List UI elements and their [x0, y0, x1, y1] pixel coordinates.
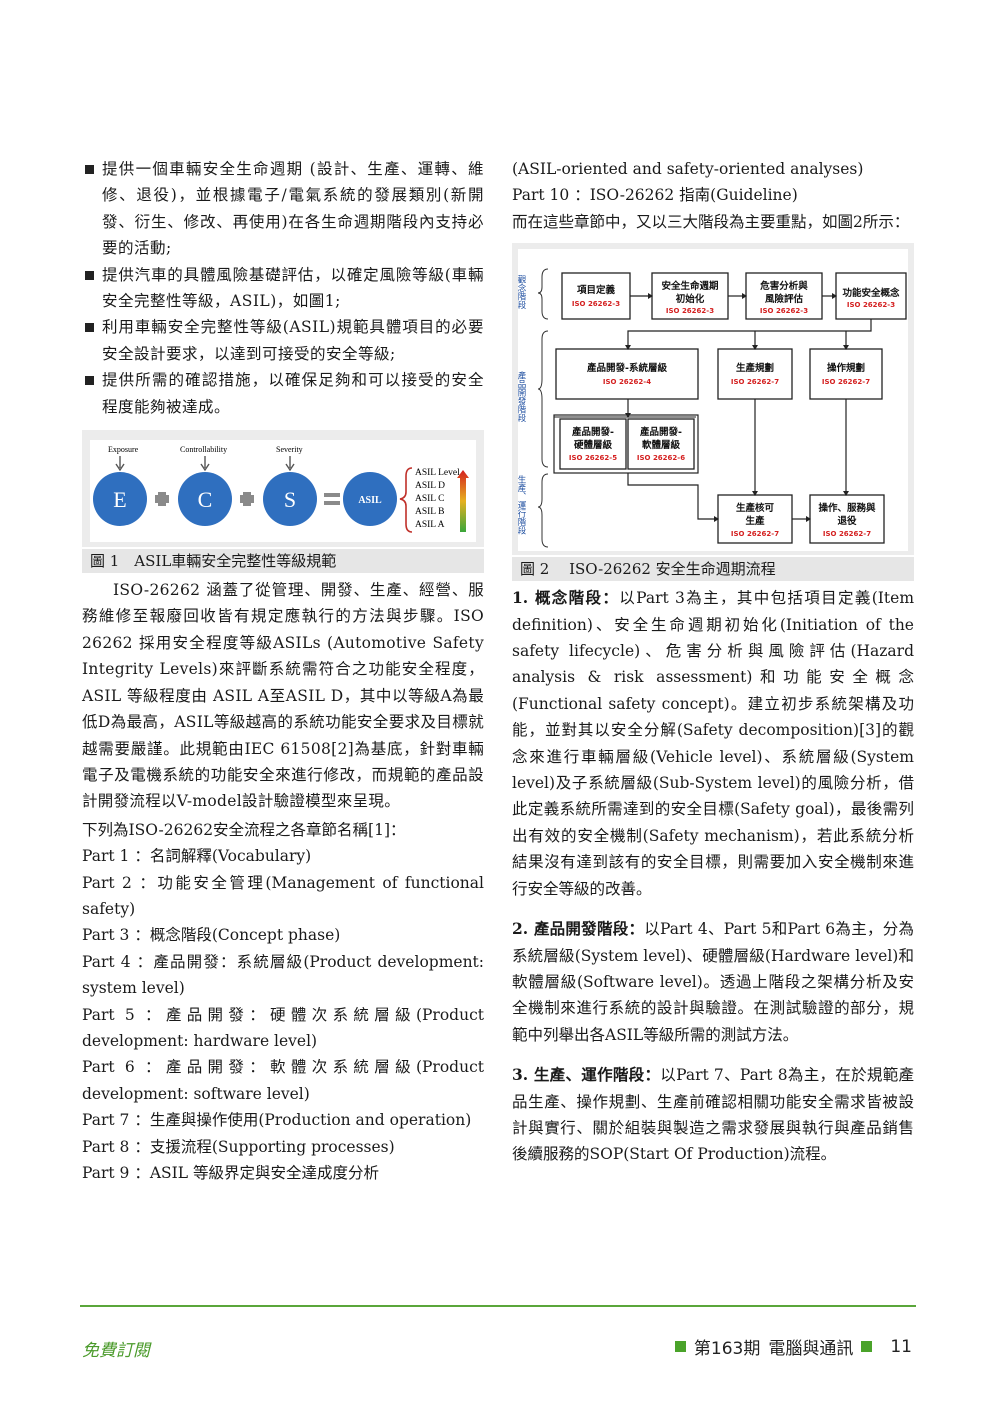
iso-ref: ISO 26262-7 [823, 530, 871, 538]
paragraph: Part 10 ：ISO-26262 指南(Guideline) [512, 186, 798, 205]
iso-ref: ISO 26262-6 [637, 454, 685, 462]
label-controllability: Controllability [180, 445, 227, 454]
asil-diagram: Exposure Controllability Severity E C S … [93, 445, 469, 533]
iso-ref: ISO 26262-7 [822, 378, 870, 386]
circle-c: C [198, 487, 213, 512]
iso-ref: ISO 26262-3 [760, 307, 808, 315]
level-arrow-icon [457, 470, 469, 533]
iso-ref: ISO 26262-3 [666, 307, 714, 315]
phase-labels: 觀念階段 產品開發階段 生產、運行階段 [516, 275, 526, 536]
part-item: Part 5 ：產品開發：硬體次系統層級(Product development… [82, 1005, 484, 1050]
iso-ref: ISO 26262-7 [731, 530, 779, 538]
section-body: 以Part 4、Part 5和Part 6為主，分為系統層級(System le… [512, 920, 915, 1044]
bullet-item: 提供所需的確認措施，以確保足夠和可以接受的安全程度能夠被達成。 [82, 367, 484, 420]
svg-text:退役: 退役 [837, 515, 857, 527]
part-item: Part 3 ：概念階段(Concept phase) [82, 926, 341, 945]
box-functional-safety: 功能安全概念 [842, 287, 900, 299]
plus-icon [155, 492, 254, 507]
section-1: 1. 概念階段：以Part 3為主，其中包括項目定義(Item definiti… [512, 585, 914, 902]
footer-divider [80, 1305, 916, 1307]
section-title: 3. 生產、運作階段： [512, 1065, 661, 1085]
left-column: 提供一個車輛安全生命週期 (設計、生產、運轉、維修、退役)，並根據電子/電氣系統… [82, 156, 484, 1186]
magazine-name: 電腦與通訊 [768, 1339, 854, 1359]
box-safety-lifecycle: 安全生命週期 [661, 280, 718, 292]
phase-development: 產品開發階段 [518, 371, 526, 424]
asil-level: ASIL C [415, 494, 444, 504]
circle-asil: ASIL [358, 495, 382, 506]
section-title: 1. 概念階段： [512, 588, 620, 608]
label-severity: Severity [276, 445, 303, 454]
svg-text:生產: 生產 [745, 515, 765, 527]
equals-icon [324, 493, 340, 506]
square-icon [674, 1341, 686, 1352]
square-icon [861, 1341, 873, 1352]
figure-1-caption: 圖 1 ASIL車輛安全完整性等級規範 [82, 549, 484, 574]
paragraph: ISO-26262 涵蓋了從管理、開發、生產、經營、服務維修至報廢回收皆有規定應… [82, 581, 484, 811]
box-hazard-analysis: 危害分析與 [759, 280, 808, 292]
box-operation-planning: 操作規劃 [827, 362, 865, 374]
phase-production: 生產、運行階段 [518, 475, 526, 536]
part-item: Part 2 ：功能安全管理(Management of functional … [82, 873, 484, 918]
svg-text:軟體層級: 軟體層級 [642, 439, 681, 451]
box-operation-service: 操作、服務與 [818, 502, 876, 514]
bullet-item: 提供一個車輛安全生命週期 (設計、生產、運轉、維修、退役)，並根據電子/電氣系統… [82, 156, 484, 262]
section-body: 以Part 3為主，其中包括項目定義(Item definition)、安全生命… [512, 589, 915, 898]
iso-ref: ISO 26262-4 [603, 378, 651, 386]
circle-s: S [284, 487, 296, 512]
svg-text:初始化: 初始化 [676, 293, 705, 305]
lifecycle-diagram: 觀念階段 產品開發階段 生產、運行階段 [516, 268, 907, 548]
asil-level: ASIL D [415, 481, 445, 491]
bracket [399, 467, 413, 533]
iso-ref: ISO 26262-5 [569, 454, 617, 462]
asil-level: ASIL A [415, 520, 445, 530]
section-body: 以Part 7、Part 8為主，在於規範產品生產、操作規劃、生產前確認相關功能… [512, 1066, 915, 1164]
part-item: Part 6 ：產品開發：軟體次系統層級(Product development… [82, 1058, 484, 1103]
box-software-level: 產品開發- [639, 426, 682, 438]
box-production-release: 生產核可 [736, 502, 775, 514]
paragraph: 下列為ISO-26262安全流程之各章節名稱[1]： [82, 820, 406, 839]
part-item: Part 4 ：產品開發：系統層級(Product development: s… [82, 952, 484, 998]
asil-level-title: ASIL Level [415, 468, 460, 478]
svg-text:風險評估: 風險評估 [765, 293, 804, 305]
right-column: (ASIL-oriented and safety-oriented analy… [512, 156, 914, 1168]
svg-text:硬體層級: 硬體層級 [574, 439, 613, 451]
figure-2: 觀念階段 產品開發階段 生產、運行階段 [512, 243, 914, 556]
circle-e: E [113, 487, 126, 512]
figure-2-caption: 圖 2 ISO-26262 安全生命週期流程 [512, 557, 914, 582]
box-item-definition: 項目定義 [577, 284, 616, 296]
section-2: 2. 產品開發階段：以Part 4、Part 5和Part 6為主，分為系統層級… [512, 916, 914, 1048]
iso-ref: ISO 26262-3 [572, 300, 620, 308]
part-item: Part 7 ：生產與操作使用(Production and operation… [82, 1111, 472, 1130]
box-system-level: 產品開發-系統層級 [586, 362, 667, 374]
paragraph: 而在這些章節中，又以三大階段為主要重點，如圖2所示： [512, 212, 910, 231]
issue-number: 第163期 [693, 1339, 761, 1359]
box-production-planning: 生產規劃 [736, 362, 774, 374]
iso-ref: ISO 26262-3 [847, 301, 895, 309]
bullet-list: 提供一個車輛安全生命週期 (設計、生產、運轉、維修、退役)，並根據電子/電氣系統… [82, 156, 484, 420]
paragraph: (ASIL-oriented and safety-oriented analy… [512, 160, 864, 178]
section-3: 3. 生產、運作階段：以Part 7、Part 8為主，在於規範產品生產、操作規… [512, 1062, 914, 1168]
page-number: 11 [890, 1336, 912, 1357]
bullet-item: 提供汽車的具體風險基礎評估，以確定風險等級(車輛安全完整性等級，ASIL)，如圖… [82, 262, 484, 315]
asil-level: ASIL B [415, 507, 444, 517]
figure-1: Exposure Controllability Severity E C S … [82, 430, 484, 548]
part-item: Part 1 ：名詞解釋(Vocabulary) [82, 847, 312, 866]
section-title: 2. 產品開發階段： [512, 919, 645, 939]
part-item: Part 8 ：支援流程(Supporting processes) [82, 1137, 395, 1156]
part-item: Part 9 ：ASIL 等級界定與安全達成度分析 [82, 1164, 379, 1182]
bullet-item: 利用車輛安全完整性等級(ASIL)規範具體項目的必要安全設計要求，以達到可接受的… [82, 314, 484, 367]
phase-concept: 觀念階段 [518, 275, 526, 311]
subscribe-link[interactable]: 免費訂閱 [82, 1341, 150, 1361]
footer-info: 第163期 電腦與通訊 11 [674, 1334, 912, 1359]
label-exposure: Exposure [108, 445, 139, 454]
box-hardware-level: 產品開發- [571, 426, 614, 438]
iso-ref: ISO 26262-7 [731, 378, 779, 386]
